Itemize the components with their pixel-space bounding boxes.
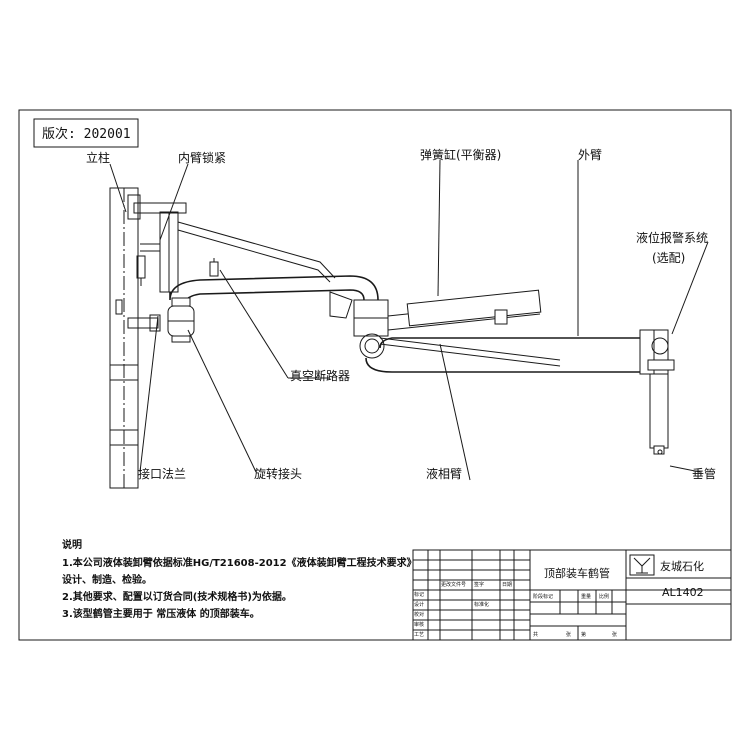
tb-cell: 签字: [474, 581, 484, 588]
vacuum-breaker: [209, 258, 219, 277]
notes-line-4: 3.该型鹤管主要用于 常压液体 的顶部装车。: [62, 607, 260, 620]
tb-cell: 标记: [414, 591, 424, 598]
tb-cell: 重量: [581, 593, 591, 600]
callout-column: 立柱: [86, 150, 110, 165]
outer-elbow: [329, 291, 640, 373]
tb-cell: 张: [566, 631, 571, 638]
callout-liquid-arm: 液相臂: [426, 466, 462, 481]
callout-inner-arm-lock: 内臂锁紧: [178, 150, 226, 165]
callout-vertical-pipe: 垂管: [692, 466, 716, 481]
column: [109, 187, 141, 489]
callout-swivel-joint: 旋转接头: [254, 466, 302, 481]
tb-cell: 设计: [414, 601, 424, 608]
title-block: 顶部装车鹤管 友城石化 AL1402 更改文件号 签字 日期 标记 设计 标准化…: [412, 549, 732, 641]
notes-title: 说明: [62, 538, 82, 551]
tb-cell: 审核: [414, 621, 424, 628]
notes: 说明 1.本公司液体装卸臂依据标准HG/T21608-2012《液体装卸臂工程技…: [62, 538, 417, 620]
outer-arm-end: [639, 329, 675, 455]
tb-cell: 第: [581, 631, 586, 638]
tb-cell: 标准化: [474, 601, 489, 608]
callout-level-alarm-optional: (选配): [652, 251, 685, 265]
drawing-name: 顶部装车鹤管: [544, 566, 610, 580]
spring-cylinder: [379, 289, 561, 367]
company-name: 友城石化: [660, 559, 704, 573]
version-box: 版次: 202001: [33, 118, 139, 148]
tb-cell: 工艺: [414, 632, 424, 638]
notes-line-2: 设计、制造、检验。: [62, 573, 152, 586]
inner-arm-pipe: [167, 275, 379, 343]
notes-line-3: 2.其他要求、配置以订货合同(技术规格书)为依据。: [62, 590, 292, 603]
callout-level-alarm: 液位报警系统: [636, 230, 708, 245]
tb-cell: 阶段标记: [533, 593, 553, 600]
company-logo-icon: [629, 554, 655, 576]
leader-lines: [109, 159, 709, 481]
tb-cell: 日期: [502, 582, 512, 588]
tb-cell: 更改文件号: [441, 581, 466, 588]
callout-vacuum-breaker: 真空断路器: [290, 368, 350, 383]
inner-arm-link: [177, 221, 336, 283]
notes-line-1: 1.本公司液体装卸臂依据标准HG/T21608-2012《液体装卸臂工程技术要求…: [62, 556, 417, 569]
arm-mount: [127, 202, 187, 332]
tb-cell: 校对: [414, 611, 424, 618]
tb-cell: 共: [533, 631, 538, 638]
drawing-frame: [18, 109, 732, 641]
tb-cell: 张: [612, 631, 617, 638]
callout-spring-cylinder: 弹簧缸(平衡器): [420, 147, 501, 162]
callout-inlet-flange: 接口法兰: [138, 466, 186, 481]
model-number: AL1402: [662, 586, 704, 599]
version-label: 版次: 202001: [42, 126, 131, 142]
callout-outer-arm: 外臂: [578, 148, 602, 162]
tb-cell: 比例: [599, 593, 609, 600]
